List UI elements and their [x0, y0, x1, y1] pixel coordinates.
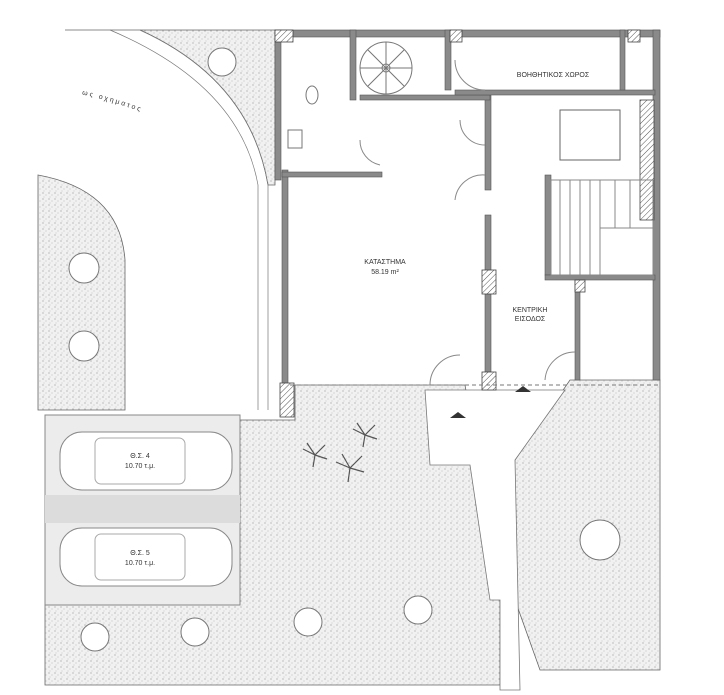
arched-garden: [37, 174, 126, 411]
entry-arrow-icon: [515, 386, 531, 392]
sink-icon: [287, 129, 303, 149]
palm-plants-icon: [302, 422, 378, 483]
parking-area-value: 10.70 τ.μ.: [125, 463, 155, 470]
parking-space-4: Θ.Σ. 4 10.70 τ.μ.: [59, 431, 233, 491]
auxiliary-room-name: ΒΟΗΘΗΤΙΚΟΣ ΧΩΡΟΣ: [517, 72, 590, 79]
ramp-label: ραδιο ελιξεως οχηματος: [0, 0, 143, 114]
main-staircase: [550, 109, 654, 276]
spiral-staircase: [359, 41, 413, 95]
toilet-icon: [305, 85, 319, 105]
walkway: [424, 389, 566, 691]
parking-label: Θ.Σ. 4: [130, 453, 150, 460]
parking-label: Θ.Σ. 5: [130, 550, 150, 557]
entrance-label-1: ΚΕΝΤΡΙΚΗ: [512, 307, 547, 314]
ramp-edge: [139, 29, 269, 410]
parking-area-value: 10.70 τ.μ.: [125, 560, 155, 567]
store-name: ΚΑΤΑΣΤΗΜΑ: [364, 259, 406, 266]
planter: [68, 252, 100, 284]
curved-garden: [65, 29, 276, 186]
store-area: 58.19 m²: [371, 269, 399, 276]
entrance-label-2: ΕΙΣΟΔΟΣ: [515, 316, 546, 323]
planter: [579, 519, 621, 561]
parking-space-5: Θ.Σ. 5 10.70 τ.μ.: [59, 527, 233, 587]
doors: [359, 59, 576, 386]
entry-arrow-icon: [450, 412, 466, 418]
planter: [207, 47, 237, 77]
planter: [68, 330, 100, 362]
building-walls: [274, 29, 661, 418]
